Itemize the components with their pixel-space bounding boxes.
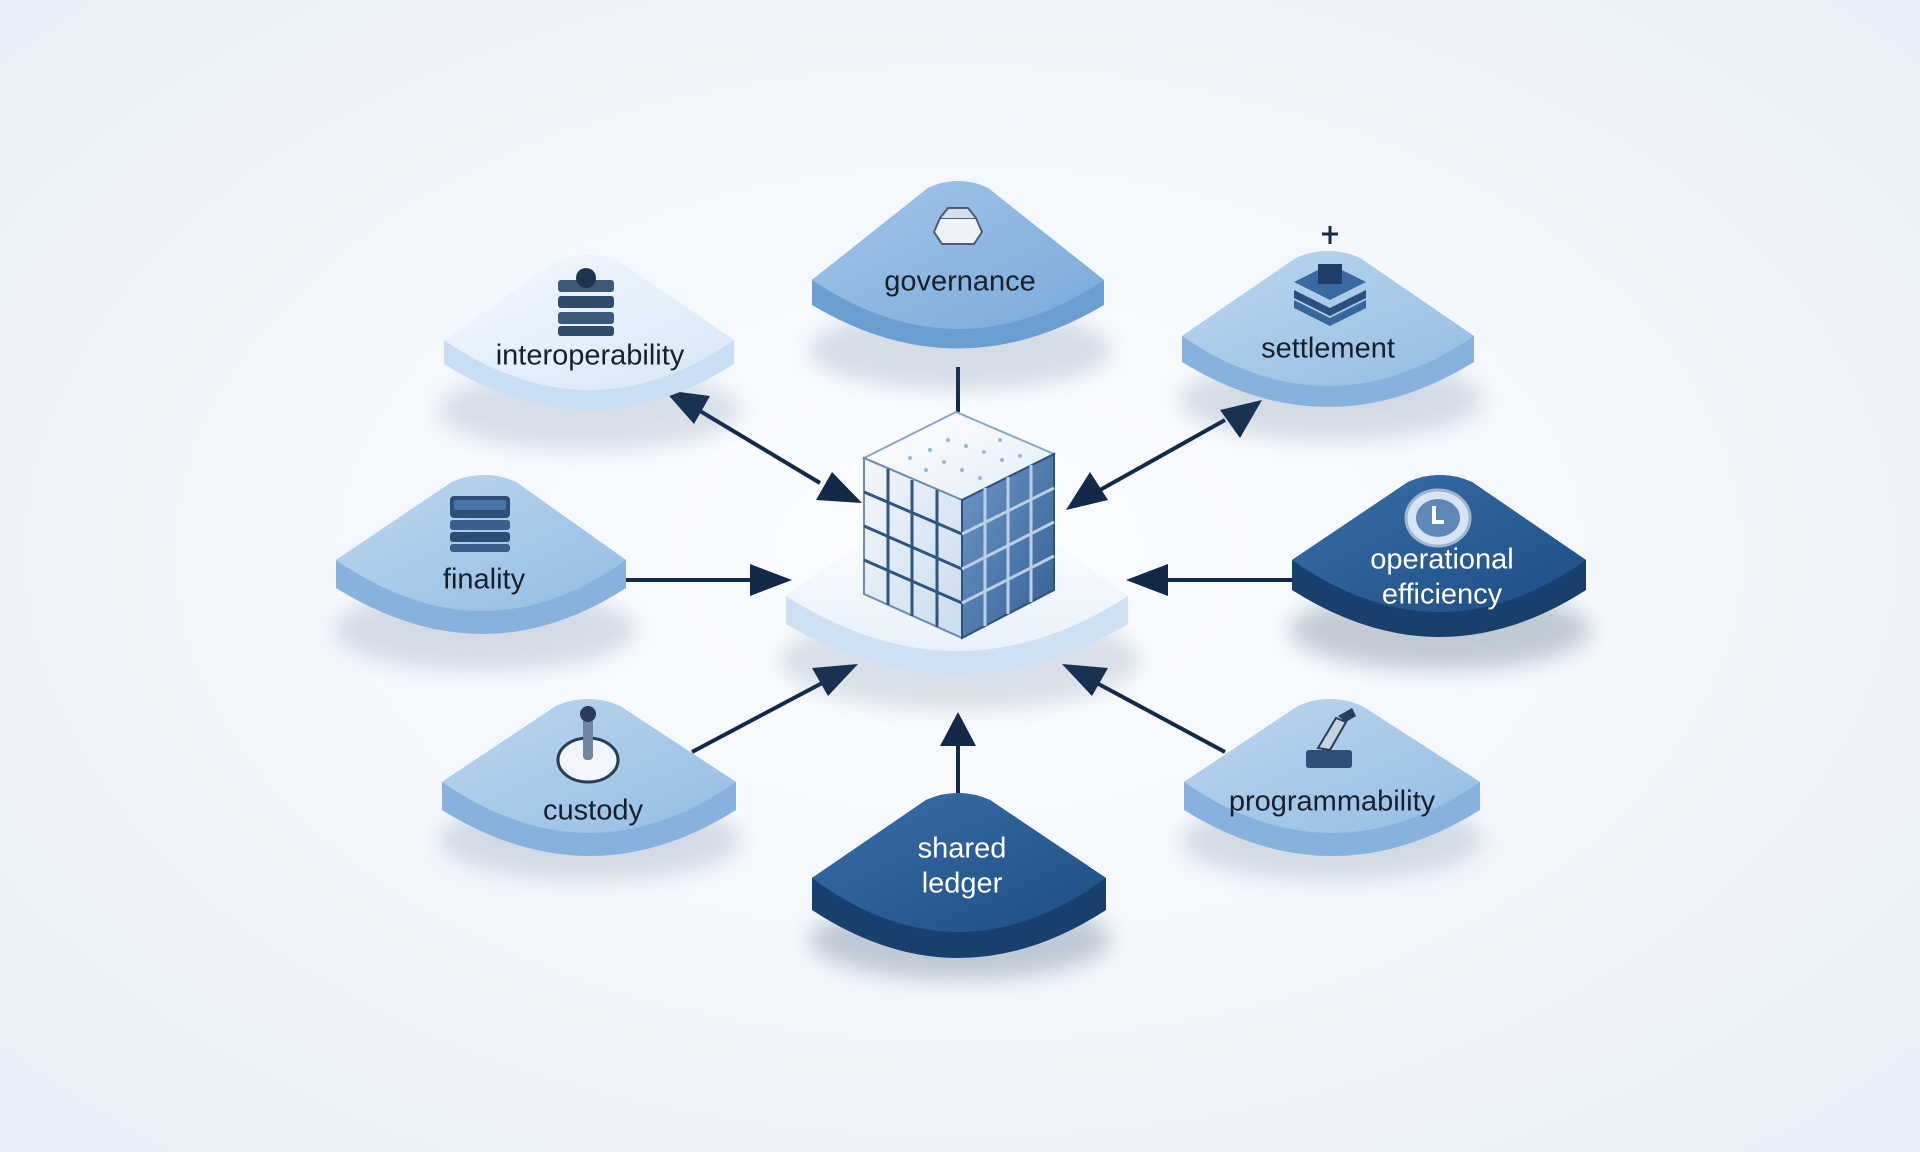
node-shared-ledger-label-line2: ledger: [922, 868, 1003, 900]
node-settlement-label: settlement: [1261, 333, 1395, 365]
node-settlement[interactable]: settlement: [1180, 226, 1480, 440]
node-operational-efficiency-label-line2: efficiency: [1382, 579, 1503, 611]
node-shared-ledger-label-line1: shared: [918, 833, 1007, 865]
node-interoperability[interactable]: interoperability: [440, 255, 740, 450]
node-operational-efficiency-label-line1: operational: [1370, 544, 1514, 576]
stack-icon: [450, 496, 510, 552]
chess-piece-icon: [932, 207, 984, 245]
chip-stack-icon: [1294, 226, 1366, 326]
node-finality[interactable]: finality: [335, 475, 635, 670]
server-stack-icon: [558, 268, 614, 336]
node-programmability[interactable]: programmability: [1182, 699, 1482, 880]
wrench-icon: [1306, 708, 1356, 768]
node-shared-ledger[interactable]: shared ledger: [810, 793, 1110, 980]
node-governance[interactable]: governance: [810, 181, 1110, 390]
connector-operational-efficiency: [1126, 564, 1292, 596]
node-interoperability-label: interoperability: [496, 340, 685, 372]
connector-finality: [626, 564, 792, 596]
node-operational-efficiency[interactable]: operational efficiency: [1290, 475, 1590, 670]
joystick-icon: [556, 706, 620, 784]
clock-icon: [1404, 488, 1472, 548]
node-custody[interactable]: custody: [440, 699, 740, 880]
ledger-cube-icon: [861, 410, 1057, 640]
node-programmability-label: programmability: [1229, 786, 1436, 818]
hub-platform[interactable]: [780, 410, 1140, 710]
node-custody-label: custody: [543, 795, 643, 827]
node-finality-label: finality: [443, 564, 526, 596]
node-governance-label: governance: [884, 266, 1036, 298]
